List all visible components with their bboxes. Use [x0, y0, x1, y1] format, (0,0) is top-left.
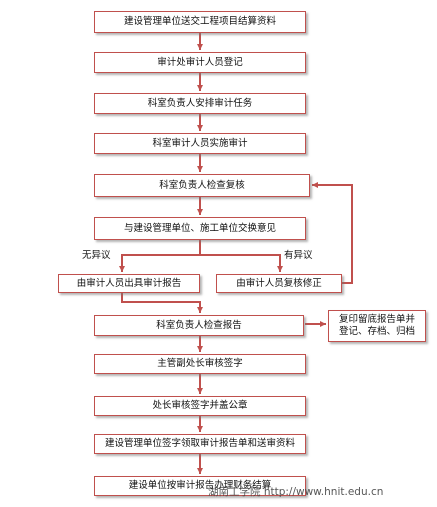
step-submit-materials: 建设管理单位送交工程项目结算资料: [94, 11, 306, 33]
step-recheck-correct: 由审计人员复核修正: [216, 274, 342, 293]
step-check-report: 科室负责人检查报告: [94, 315, 304, 336]
step-financial-settlement: 建设单位按审计报告办理财务结算: [94, 476, 306, 496]
step-review-check: 科室负责人检查复核: [94, 174, 310, 197]
watermark: 湖南工学院 http://www.hnit.edu.cn: [208, 486, 384, 498]
arrow-left-to-report: [121, 293, 203, 313]
step-conduct-audit: 科室审计人员实施审计: [94, 133, 306, 154]
step-exchange-opinions: 与建设管理单位、施工单位交换意见: [94, 217, 306, 240]
feedback-loop: [312, 182, 353, 284]
branch-objection-label: 有异议: [284, 250, 313, 261]
branch-split: [119, 240, 201, 272]
branch-no-objection-label: 无异议: [82, 250, 111, 261]
step-deputy-sign: 主管副处长审核签字: [94, 354, 306, 374]
step-collect-report: 建设管理单位签字领取审计报告单和送审资料: [94, 434, 306, 454]
step-register-auditor: 审计处审计人员登记: [94, 52, 306, 73]
step-copy-archive: 复印留底报告单并 登记、存档、归档: [328, 310, 426, 342]
step-director-seal: 处长审核签字并盖公章: [94, 396, 306, 416]
step-assign-task: 科室负责人安排审计任务: [94, 93, 306, 114]
step-issue-report: 由审计人员出具审计报告: [58, 274, 200, 293]
branch-split-right: [200, 254, 283, 272]
